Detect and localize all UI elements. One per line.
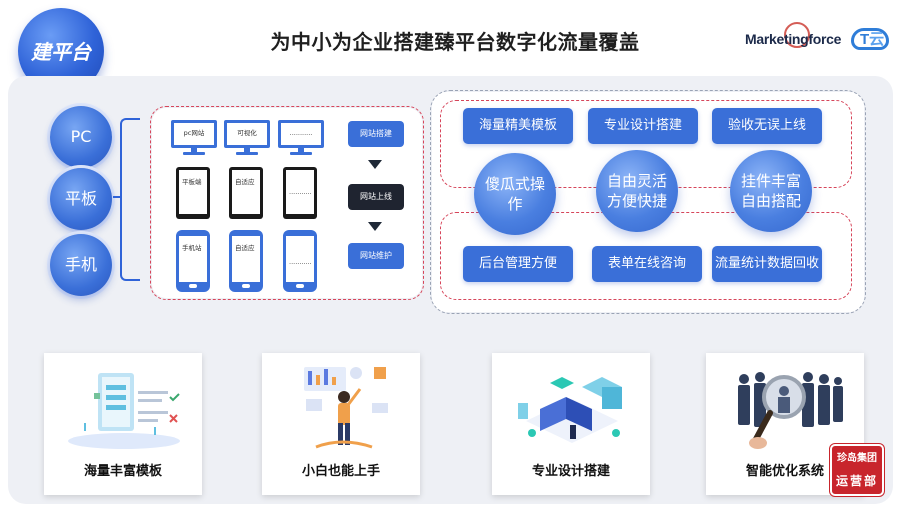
ct-logo-text: T云 xyxy=(860,28,884,49)
device-phone: 手机 xyxy=(50,234,112,296)
feature-design: 专业设计搭建 xyxy=(588,108,698,144)
tablet-screen: 平板端 xyxy=(179,170,207,214)
monitor-pc: pc网站 xyxy=(171,120,217,156)
feature-form: 表单在线咨询 xyxy=(592,246,702,282)
flow-step-maintain: 网站维护 xyxy=(348,243,404,269)
chevron-down-icon xyxy=(368,160,382,169)
device-box xyxy=(150,106,424,300)
phone-site: 手机站 xyxy=(176,230,210,292)
feature-backend: 后台管理方便 xyxy=(463,246,573,282)
bubble-easy-operation: 傻瓜式操作 xyxy=(474,153,556,235)
monitor-screen: 可视化 xyxy=(224,120,270,148)
bubble-widgets: 挂件丰富自由搭配 xyxy=(730,150,812,232)
phone-adaptive: 自适应 xyxy=(229,230,263,292)
page-title: 为中小为企业搭建臻平台数字化流量覆盖 xyxy=(270,30,640,54)
tablet-screen: 自适应 xyxy=(232,170,260,214)
flow-step-build: 网站搭建 xyxy=(348,121,404,147)
monitor-more: ........... xyxy=(278,120,324,156)
card-optimization: 智能优化系统 xyxy=(706,353,864,495)
monitor-screen: ........... xyxy=(278,120,324,148)
isometric-design-icon xyxy=(518,377,622,443)
tablet-device: 平板端 xyxy=(176,167,210,219)
magnifier-people-icon xyxy=(738,372,843,449)
monitor-screen: pc网站 xyxy=(171,120,217,148)
card-design: 专业设计搭建 xyxy=(492,353,650,495)
bubble-flexible: 自由灵活方便快捷 xyxy=(596,150,678,232)
badge-label: 建平台 xyxy=(31,40,91,64)
card-label: 海量丰富模板 xyxy=(83,464,162,479)
feature-analytics: 流量统计数据回收 xyxy=(712,246,822,282)
phone-screen: 自适应 xyxy=(232,236,260,282)
feature-area-outer xyxy=(430,90,866,314)
chevron-down-icon xyxy=(368,222,382,231)
seal-line2: 运营部 xyxy=(835,474,878,488)
phone-screen: 手机站 xyxy=(179,236,207,282)
device-pc: PC xyxy=(50,106,112,168)
device-tablet: 平板 xyxy=(50,168,112,230)
company-seal: 珍岛集团 运营部 xyxy=(830,444,884,496)
brand-logo: Marketingforce xyxy=(745,31,842,47)
bracket-connector xyxy=(120,118,140,281)
presenter-illustration-icon xyxy=(304,367,388,449)
tablet-more: ........... xyxy=(283,167,317,219)
tablet-adaptive: 自适应 xyxy=(229,167,263,219)
card-templates: 海量丰富模板 xyxy=(44,353,202,495)
card-label: 专业设计搭建 xyxy=(531,464,610,479)
cloud-icon xyxy=(851,28,889,50)
template-illustration-icon xyxy=(68,373,180,449)
seal-line1: 珍岛集团 xyxy=(837,453,877,464)
monitor-visual: 可视化 xyxy=(224,120,270,156)
globe-icon xyxy=(784,22,810,48)
feature-acceptance: 验收无误上线 xyxy=(712,108,822,144)
feature-templates: 海量精美模板 xyxy=(463,108,573,144)
ct-logo-suffix: 云 xyxy=(869,31,885,48)
flow-step-launch: 网站上线 xyxy=(348,184,404,210)
ct-cloud-logo: T云 xyxy=(851,24,891,52)
bracket-tip xyxy=(113,196,122,198)
phone-more: ........... xyxy=(283,230,317,292)
ct-logo-letter: T xyxy=(860,31,870,48)
phone-screen: ........... xyxy=(286,236,314,282)
tablet-screen: ........... xyxy=(286,170,314,214)
card-beginner: 小白也能上手 xyxy=(262,353,420,495)
card-label: 智能优化系统 xyxy=(745,464,824,479)
card-label: 小白也能上手 xyxy=(301,464,380,479)
